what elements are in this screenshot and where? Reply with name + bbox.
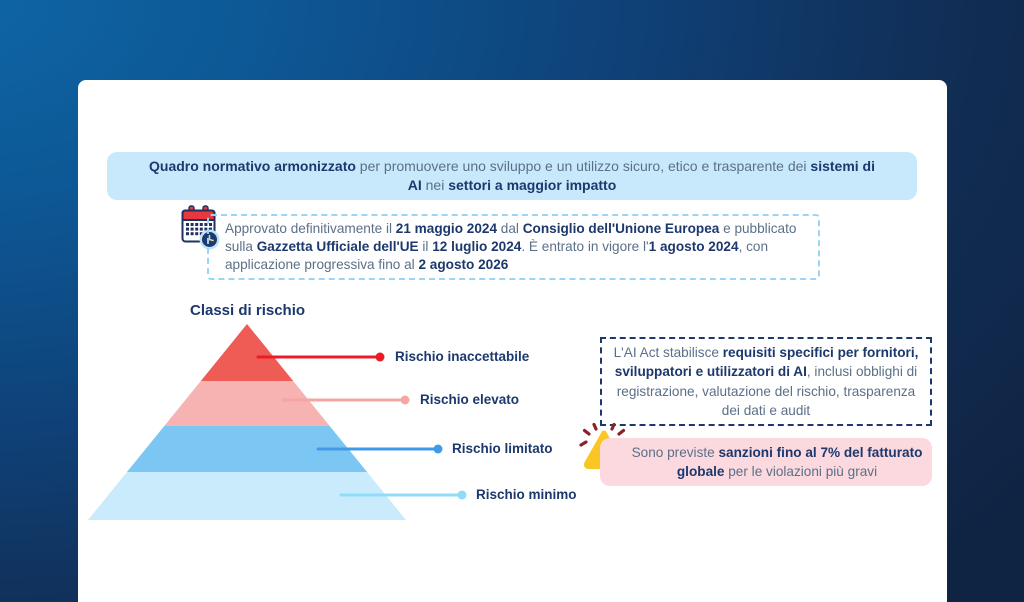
risk-label-limited: Rischio limitato bbox=[452, 441, 553, 456]
pyramid-title: Classi di rischio bbox=[190, 302, 306, 319]
risk-label-unacceptable: Rischio inaccettabile bbox=[395, 349, 530, 364]
pyramid-level-high bbox=[164, 381, 330, 426]
leader-dot-limited bbox=[433, 444, 443, 454]
risk-pyramid bbox=[88, 324, 406, 520]
pyramid-level-minimal bbox=[88, 472, 406, 520]
pyramid-level-limited bbox=[126, 426, 368, 472]
headline-banner: Quadro normativo armonizzato per promuov… bbox=[107, 152, 917, 200]
sanctions-box: Sono previste sanzioni fino al 7% del fa… bbox=[600, 438, 932, 486]
leader-dot-minimal bbox=[457, 490, 467, 500]
calendar-clock-icon bbox=[181, 205, 220, 250]
pyramid-level-unacceptable bbox=[200, 324, 294, 381]
risk-label-minimal: Rischio minimo bbox=[476, 487, 577, 502]
approval-dates-box: Approvato definitivamente il 21 maggio 2… bbox=[207, 214, 820, 280]
requirements-box: L'AI Act stabilisce requisiti specifici … bbox=[600, 337, 932, 426]
risk-label-high: Rischio elevato bbox=[420, 392, 520, 407]
infographic-card: Quadro normativo armonizzato per promuov… bbox=[78, 80, 947, 602]
